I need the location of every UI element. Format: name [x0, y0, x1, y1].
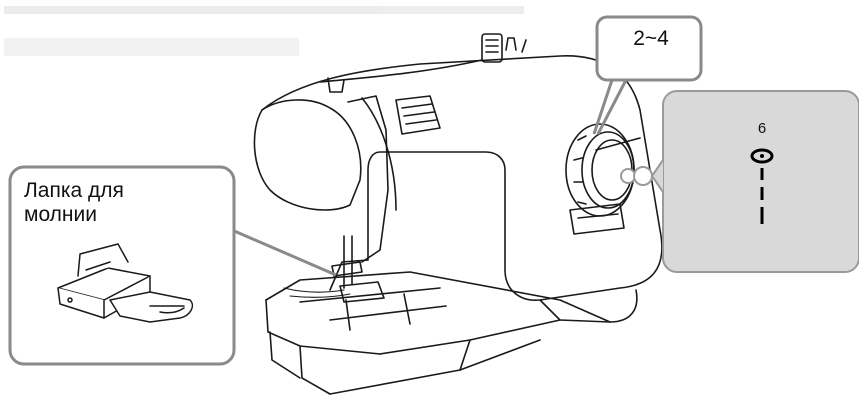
presser-foot-label: Лапка для молнии: [24, 179, 224, 226]
stitch-number-label: 6: [732, 121, 792, 138]
faded-header-artifact: [4, 6, 524, 56]
setting-range-label: 2~4: [606, 27, 696, 51]
presser-foot-label-line1: Лапка для: [24, 179, 224, 203]
stitch-panel-callout: [621, 91, 859, 272]
sewing-machine-illustration: [254, 34, 661, 394]
presser-foot-label-line2: молнии: [24, 203, 224, 227]
